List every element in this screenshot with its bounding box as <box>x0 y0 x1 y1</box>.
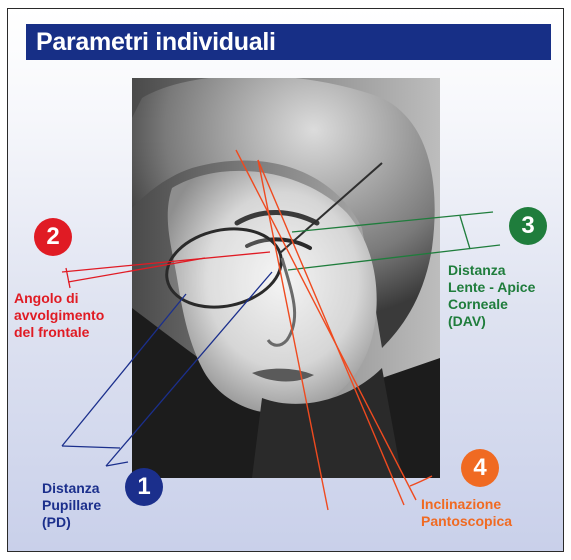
label-pantoscopic-tilt: Inclinazione Pantoscopica <box>421 496 512 530</box>
label-pupillary-distance: Distanza Pupillare (PD) <box>42 480 101 531</box>
badge-3: 3 <box>509 207 547 245</box>
label-vertex-distance: Distanza Lente - Apice Corneale (DAV) <box>448 262 535 330</box>
badge-4: 4 <box>461 449 499 487</box>
pantoscopic-tilt-lines <box>236 150 432 510</box>
label-wrap-angle: Angolo di avvolgimento del frontale <box>14 290 104 341</box>
badge-1: 1 <box>125 468 163 506</box>
badge-2: 2 <box>34 218 72 256</box>
wrap-angle-lines <box>62 252 270 288</box>
